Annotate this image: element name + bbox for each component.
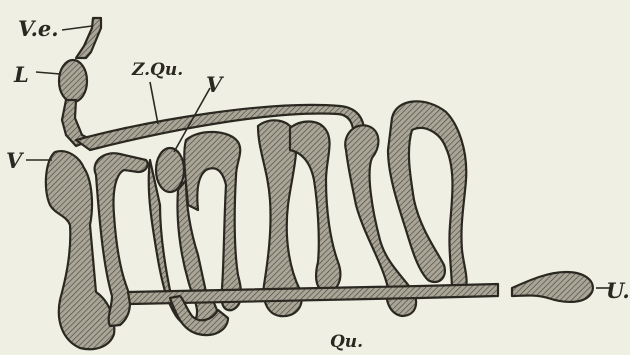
leader-l bbox=[36, 72, 60, 74]
leader-v-e bbox=[62, 26, 92, 30]
label-v-e: V.e. bbox=[18, 18, 59, 39]
bulb-u bbox=[512, 272, 593, 302]
duct-v-e bbox=[76, 18, 101, 58]
bulb-l bbox=[59, 60, 87, 102]
label-v-top: V bbox=[206, 74, 222, 95]
label-z-qu: Z.Qu. bbox=[132, 62, 183, 79]
leader-zqu bbox=[150, 82, 158, 124]
loop-5 bbox=[290, 122, 340, 293]
label-l: L bbox=[14, 64, 29, 85]
label-v-left: V bbox=[6, 150, 22, 171]
label-u: U. bbox=[606, 280, 630, 301]
bulb-v-top bbox=[156, 148, 184, 192]
loop-7 bbox=[388, 101, 467, 292]
hatched-structure bbox=[46, 18, 593, 349]
label-qu: Qu. bbox=[330, 334, 363, 351]
